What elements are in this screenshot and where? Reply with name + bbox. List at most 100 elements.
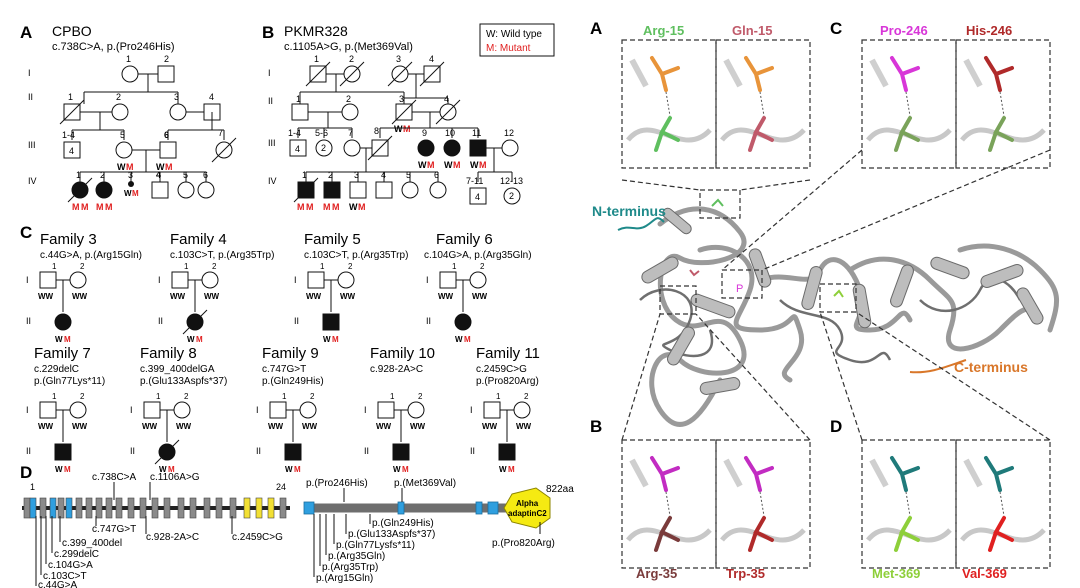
residue-sticks-variant xyxy=(748,516,774,552)
gene-exons xyxy=(23,497,287,519)
legend-mutant-text: M: Mutant xyxy=(486,43,531,54)
exon-3 xyxy=(39,497,47,519)
genotype-mutant: M xyxy=(297,202,305,212)
inset-frame xyxy=(715,39,811,169)
id-label: 6 xyxy=(434,170,439,180)
hydrogen-bond xyxy=(665,91,671,117)
pedigree-father xyxy=(143,401,161,419)
residue-sticks-partner xyxy=(890,56,920,92)
id-label: 1 xyxy=(156,392,161,401)
id-label: 1-4 xyxy=(62,130,75,140)
genotype-mutant: M xyxy=(508,465,515,474)
panel-label-a: A xyxy=(20,23,32,42)
gen-label-iii: III xyxy=(268,138,276,148)
pedigree-male xyxy=(151,181,169,199)
id-label: 1 xyxy=(496,392,501,401)
family-7-variant-p: p.(Gln77Lys*11) xyxy=(34,376,105,387)
pedigree-female xyxy=(177,181,195,199)
gen-label-ii: II xyxy=(256,446,261,456)
exon-11 xyxy=(115,497,123,519)
cdna-variant-c747: c.747G>T xyxy=(92,524,136,535)
genotype-wild: W xyxy=(55,335,63,344)
gen-label-i: I xyxy=(470,405,473,415)
pedigree-affected-daughter xyxy=(54,313,72,331)
genotype-wild: WW xyxy=(410,422,426,431)
pedigree-mother xyxy=(469,271,487,289)
hydrogen-bond xyxy=(665,491,671,517)
group-count: 2 xyxy=(321,143,326,153)
variant-pkmr328: c.1105A>G, p.(Met369Val) xyxy=(284,41,413,53)
id-label: 2 xyxy=(349,54,354,64)
id-label: 4 xyxy=(444,94,449,104)
domain-label-line2: adaptinC2 xyxy=(508,509,547,518)
backbone-ribbon xyxy=(963,458,983,488)
genotype-wild: W xyxy=(156,162,165,172)
pedigree-mother xyxy=(173,401,191,419)
pedigree-female xyxy=(121,65,139,83)
protein-region xyxy=(487,501,499,515)
id-label: 8 xyxy=(374,126,379,136)
gen-label-iv: IV xyxy=(28,176,37,186)
residue-sticks-partner xyxy=(650,456,680,492)
exon-15 xyxy=(163,497,171,519)
pedigree-mother xyxy=(299,401,317,419)
legend-mutant: M: Mutant xyxy=(486,43,531,54)
backbone-ribbon xyxy=(723,58,743,88)
gen-label-i: I xyxy=(158,275,161,285)
exon-last-label: 24 xyxy=(276,482,286,492)
genotype-mutant: M xyxy=(464,335,471,344)
gen-label-ii: II xyxy=(26,446,31,456)
protein-length: 822aa xyxy=(546,484,574,495)
family-7-name: Family 7 xyxy=(34,345,91,362)
family-4-variant: c.103C>T, p.(Arg35Trp) xyxy=(170,250,274,261)
pedigree-male xyxy=(291,103,309,121)
id-label: 5-6 xyxy=(315,128,328,138)
inset-trp35 xyxy=(715,439,811,569)
id-label: 2 xyxy=(116,92,121,102)
cdna-variant-c44: c.44G>A xyxy=(38,580,78,588)
id-label: 1 xyxy=(68,92,73,102)
genotype-wild: WW xyxy=(204,292,220,301)
protein-variant-arg15gln: p.(Arg15Gln) xyxy=(316,573,373,584)
pedigree-father xyxy=(269,401,287,419)
id-label: 1 xyxy=(76,170,81,180)
genotype-wild: WW xyxy=(438,292,454,301)
pedigree-female xyxy=(197,181,215,199)
genotype-wild: W xyxy=(117,162,126,172)
pedigree-miscarriage xyxy=(128,181,134,187)
genotype-mutant: M xyxy=(479,160,487,170)
n-terminus-label: N-terminus xyxy=(592,203,666,219)
genotype-wild: WW xyxy=(268,422,284,431)
gen-label-i: I xyxy=(294,275,297,285)
id-label: 7-11 xyxy=(466,176,483,186)
protein-region xyxy=(303,501,315,515)
group-count: 4 xyxy=(295,144,300,154)
id-label: 1 xyxy=(52,392,57,401)
pedigree-female xyxy=(111,103,129,121)
genotype-wild: W xyxy=(394,124,403,134)
residue-sticks-variant xyxy=(654,116,680,152)
pedigree-female-group xyxy=(315,139,333,157)
genotype-wild: WW xyxy=(38,422,54,431)
id-label: 1 xyxy=(126,54,131,64)
exon-17 xyxy=(189,497,197,519)
inset-frame xyxy=(621,39,717,169)
id-label: 3 xyxy=(128,170,133,180)
pedigree-mother xyxy=(337,271,355,289)
pedigree-affected-son xyxy=(54,443,72,461)
pedigree-affected-son xyxy=(322,313,340,331)
genotype-mutant: M xyxy=(358,202,366,212)
gen-label-i: I xyxy=(256,405,259,415)
id-label: 1 xyxy=(320,262,325,271)
exon-20 xyxy=(229,497,237,519)
gen-label-ii: II xyxy=(364,446,369,456)
inset-frame xyxy=(861,439,957,569)
hydrogen-bond xyxy=(999,491,1005,517)
variant-cpbo: c.738C>A, p.(Pro246His) xyxy=(52,41,175,53)
id-label: 3 xyxy=(174,92,179,102)
pedigree-panel-b: B PKMR328 c.1105A>G, p.(Met369Val) W: Wi… xyxy=(262,23,555,212)
genotype-mutant: M xyxy=(132,189,139,198)
genotype-mutant: M xyxy=(427,160,435,170)
id-label: 12 xyxy=(504,128,514,138)
